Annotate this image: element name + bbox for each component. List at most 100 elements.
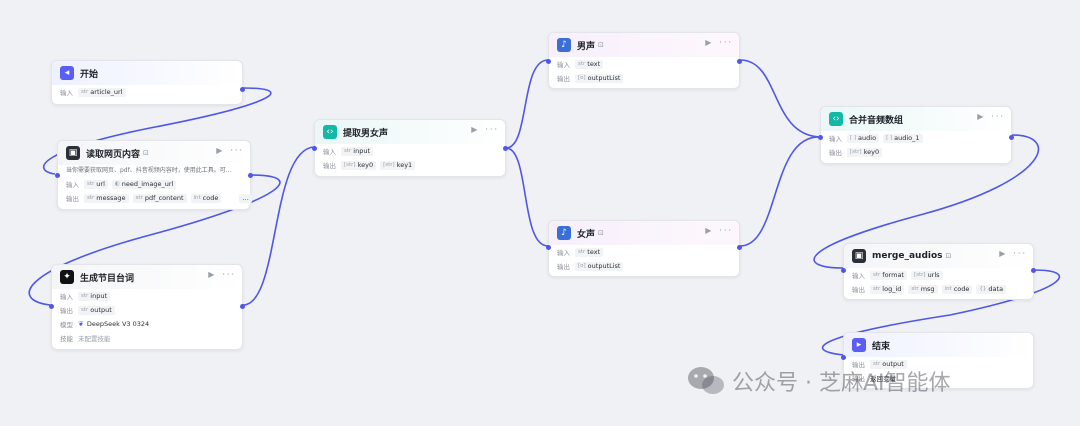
model-icon: ❦ (78, 320, 84, 328)
param-chip: [ ]audio (847, 133, 880, 143)
node-male-outputs: 输出 [o]outputList (549, 71, 739, 85)
node-extract-title: 提取男女声 (343, 128, 389, 139)
input-port[interactable] (818, 135, 823, 140)
lock-icon: ⊡ (143, 149, 149, 157)
plugin-icon: ▣ (66, 146, 80, 160)
param-chip: [str]key0 (341, 160, 377, 170)
output-port[interactable] (248, 173, 253, 178)
output-label: 输出 (323, 162, 336, 170)
param-chip: {}data (976, 284, 1007, 294)
output-port[interactable] (737, 245, 742, 250)
play-icon[interactable]: ▶ (705, 226, 714, 235)
play-icon[interactable]: ▶ (208, 270, 217, 279)
input-label: 输入 (557, 61, 570, 69)
more-icon[interactable]: ··· (719, 38, 733, 47)
node-mergeaudios-header: ▣ merge_audios ⊡ ▶··· (844, 244, 1033, 268)
lock-icon: ⊡ (945, 252, 952, 260)
skill-value: 未配置技能 (78, 335, 111, 343)
input-label: 输入 (66, 181, 79, 189)
input-port[interactable] (49, 304, 54, 309)
input-port[interactable] (55, 173, 60, 178)
input-label: 输入 (60, 89, 73, 97)
input-label: 输入 (829, 135, 842, 143)
node-merge-title: 合并音频数组 (849, 115, 904, 126)
output-label: 输出 (60, 307, 73, 315)
output-port[interactable] (1031, 268, 1036, 273)
more-icon[interactable]: ··· (222, 270, 236, 279)
input-label: 输入 (557, 249, 570, 257)
output-port[interactable] (503, 146, 508, 151)
output-label: 输出 (557, 75, 570, 83)
input-port[interactable] (841, 355, 846, 360)
param-chip: ◐need_image_url (111, 179, 177, 189)
output-label: 输出 (557, 263, 570, 271)
input-port[interactable] (312, 146, 317, 151)
node-merge-inputs: 输入 [ ]audio [ ]audio_1 (821, 131, 1011, 145)
play-icon[interactable]: ▶ (216, 146, 225, 155)
output-label: 输出 (852, 361, 865, 369)
output-port[interactable] (240, 87, 245, 92)
input-port[interactable] (546, 245, 551, 250)
node-female-outputs: 输出 [o]outputList (549, 259, 739, 273)
return-variable-text: 返回变量 (870, 375, 896, 383)
play-icon[interactable]: ▶ (999, 249, 1008, 258)
more-icon[interactable]: ··· (991, 112, 1005, 121)
node-controls: ▶ ··· (471, 125, 499, 134)
node-read-webpage[interactable]: ▣ 读取网页内容 ⊡ ▶··· 当你需要获取网页、pdf、抖音视频内容时，使用此… (55, 140, 253, 210)
output-port[interactable] (737, 59, 742, 64)
more-icon[interactable]: ··· (719, 226, 733, 235)
input-label: 输入 (60, 293, 73, 301)
lock-icon: ⊡ (598, 229, 604, 237)
node-read-header: ▣ 读取网页内容 ⊡ ▶··· (58, 141, 250, 165)
output-label: 输出 (852, 286, 865, 294)
more-params-chip[interactable]: … (239, 193, 252, 203)
start-icon: ◂ (60, 66, 74, 80)
param-chip: [o]outputList (575, 73, 624, 83)
node-read-desc: 当你需要获取网页、pdf、抖音视频内容时，使用此工具。可… (66, 167, 232, 174)
node-gen-model: 模型 ❦ DeepSeek V3 0324 (52, 317, 242, 331)
input-port[interactable] (546, 59, 551, 64)
play-icon[interactable]: ▶ (705, 38, 714, 47)
node-controls: ▶ ··· (999, 249, 1027, 258)
output-port[interactable] (240, 304, 245, 309)
more-icon[interactable]: ··· (485, 125, 499, 134)
more-icon[interactable]: ··· (230, 146, 244, 155)
node-controls: ▶ ··· (705, 38, 733, 47)
output-port[interactable] (1009, 135, 1014, 140)
watermark: 公众号 · 芝麻AI智能体 (686, 364, 951, 398)
more-icon[interactable]: ··· (1013, 249, 1027, 258)
node-extract-header: ‹› 提取男女声 ▶··· (315, 120, 505, 144)
node-merge-header: ‹› 合并音频数组 ▶ ··· (821, 107, 1011, 131)
node-merge-array[interactable]: ‹› 合并音频数组 ▶··· 输入 [ ]audio [ ]audio_1 输出… (818, 106, 1014, 164)
input-port[interactable] (841, 268, 846, 273)
code-icon: ‹› (829, 112, 843, 126)
node-end-title: 结束 (872, 341, 891, 352)
play-icon[interactable]: ▶ (471, 125, 480, 134)
lock-icon: ⊡ (598, 41, 604, 49)
edge-gen-extract (242, 146, 315, 306)
play-icon[interactable]: ▶ (977, 112, 986, 121)
